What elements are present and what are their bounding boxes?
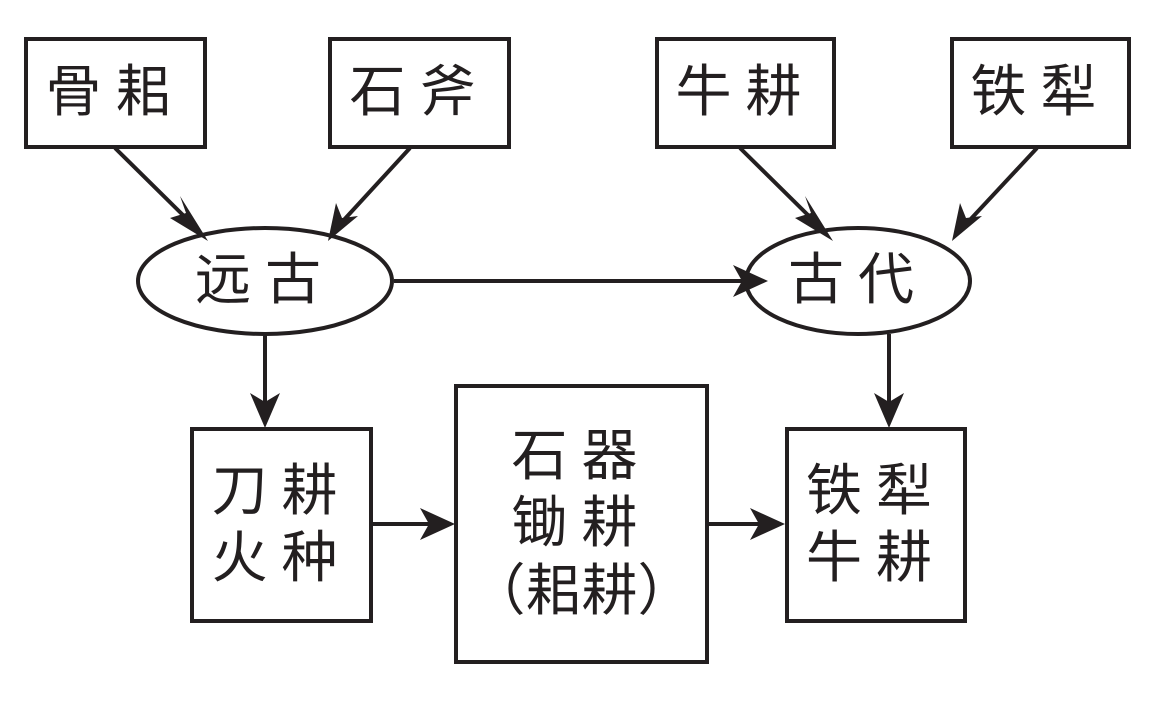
node-label: 远古 xyxy=(195,248,335,314)
arrowhead xyxy=(750,508,785,540)
node-gusi: 骨耜 xyxy=(24,37,207,149)
node-label: 牛耕 xyxy=(675,60,816,126)
edge-gusi-yuangu xyxy=(113,146,192,224)
node-tieli: 铁犁 xyxy=(950,37,1131,149)
node-tieli-niugeng: 铁犁 牛耕 xyxy=(785,427,967,623)
node-label: 骨耜 xyxy=(45,60,186,126)
edge-niugeng-yuangu xyxy=(738,146,817,224)
arrowhead xyxy=(328,203,358,241)
arrowhead xyxy=(420,508,455,540)
arrowhead xyxy=(250,393,280,428)
arrowhead xyxy=(733,265,768,297)
edge-tieli-gudai xyxy=(966,146,1039,224)
node-label-line: （耜耕） xyxy=(469,558,694,624)
arrowhead xyxy=(874,393,904,428)
arrowhead xyxy=(170,196,208,241)
node-label-line: 铁犁 xyxy=(806,458,946,524)
arrowhead xyxy=(952,203,982,241)
node-label-line: 锄耕 xyxy=(511,491,652,557)
arrowhead xyxy=(795,196,833,241)
node-label: 古代 xyxy=(788,248,928,314)
node-yuangu: 远古 xyxy=(138,228,392,334)
node-label-line: 刀耕 xyxy=(211,458,352,524)
node-niugeng: 牛耕 xyxy=(655,37,836,149)
node-label: 石斧 xyxy=(349,60,490,126)
node-shifu: 石斧 xyxy=(328,37,511,149)
node-daogeng-huozhong: 刀耕 火种 xyxy=(190,427,373,623)
node-label-line: 牛耕 xyxy=(806,526,946,591)
node-label: 铁犁 xyxy=(970,60,1111,126)
edge-shifu-yuangu xyxy=(340,146,412,224)
node-shiqi-chugeng: 石器 锄耕 （耜耕） xyxy=(454,384,709,664)
node-gudai: 古代 xyxy=(746,228,970,334)
node-label-line: 火种 xyxy=(211,526,352,591)
node-label-line: 石器 xyxy=(511,424,652,490)
